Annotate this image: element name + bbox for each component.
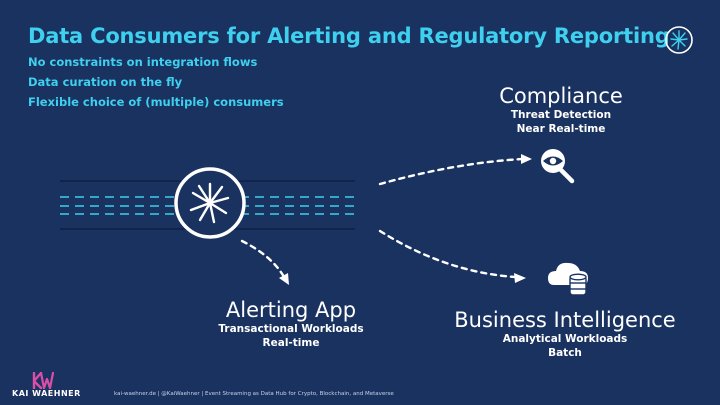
alerting-detail-2: Real-time — [262, 337, 320, 349]
compliance-detail-2: Near Real-time — [516, 123, 606, 135]
bullet-integration-flows: No constraints on integration flows — [28, 55, 258, 69]
alerting-consumer: Alerting App Transactional Workloads Rea… — [218, 298, 363, 350]
compliance-consumer: Compliance Threat Detection Near Real-ti… — [499, 84, 623, 136]
alerting-detail-1: Transactional Workloads — [218, 323, 364, 335]
arrowhead-compliance — [521, 154, 532, 164]
bi-detail-2: Batch — [548, 347, 582, 359]
cloud-database-icon — [548, 262, 588, 296]
bi-title: Business Intelligence — [454, 308, 676, 332]
bi-detail-1: Analytical Workloads — [502, 333, 628, 345]
footer-text: kai-waehner.de | @KaiWaehner | Event Str… — [114, 391, 394, 397]
slide-title: Data Consumers for Alerting and Regulato… — [28, 24, 670, 48]
event-hub-icon — [174, 167, 246, 239]
bullet-data-curation: Data curation on the fly — [28, 75, 183, 89]
arrowhead-alerting — [279, 273, 289, 285]
compliance-title: Compliance — [499, 84, 623, 108]
brand-logo-icon — [32, 372, 54, 389]
alerting-title: Alerting App — [225, 298, 357, 322]
arrow-to-compliance — [378, 157, 524, 186]
arrow-to-alerting — [240, 239, 286, 279]
compliance-detail-1: Threat Detection — [510, 109, 612, 121]
kafka-logo-icon — [665, 26, 693, 54]
arrow-to-bi — [378, 229, 517, 279]
arrowhead-bi — [514, 273, 526, 283]
magnifier-eye-icon — [541, 149, 575, 184]
brand-name: KAI WAEHNER — [12, 389, 81, 398]
bi-consumer: Business Intelligence Analytical Workloa… — [454, 308, 675, 360]
bullet-flexible-consumers: Flexible choice of (multiple) consumers — [28, 95, 284, 109]
